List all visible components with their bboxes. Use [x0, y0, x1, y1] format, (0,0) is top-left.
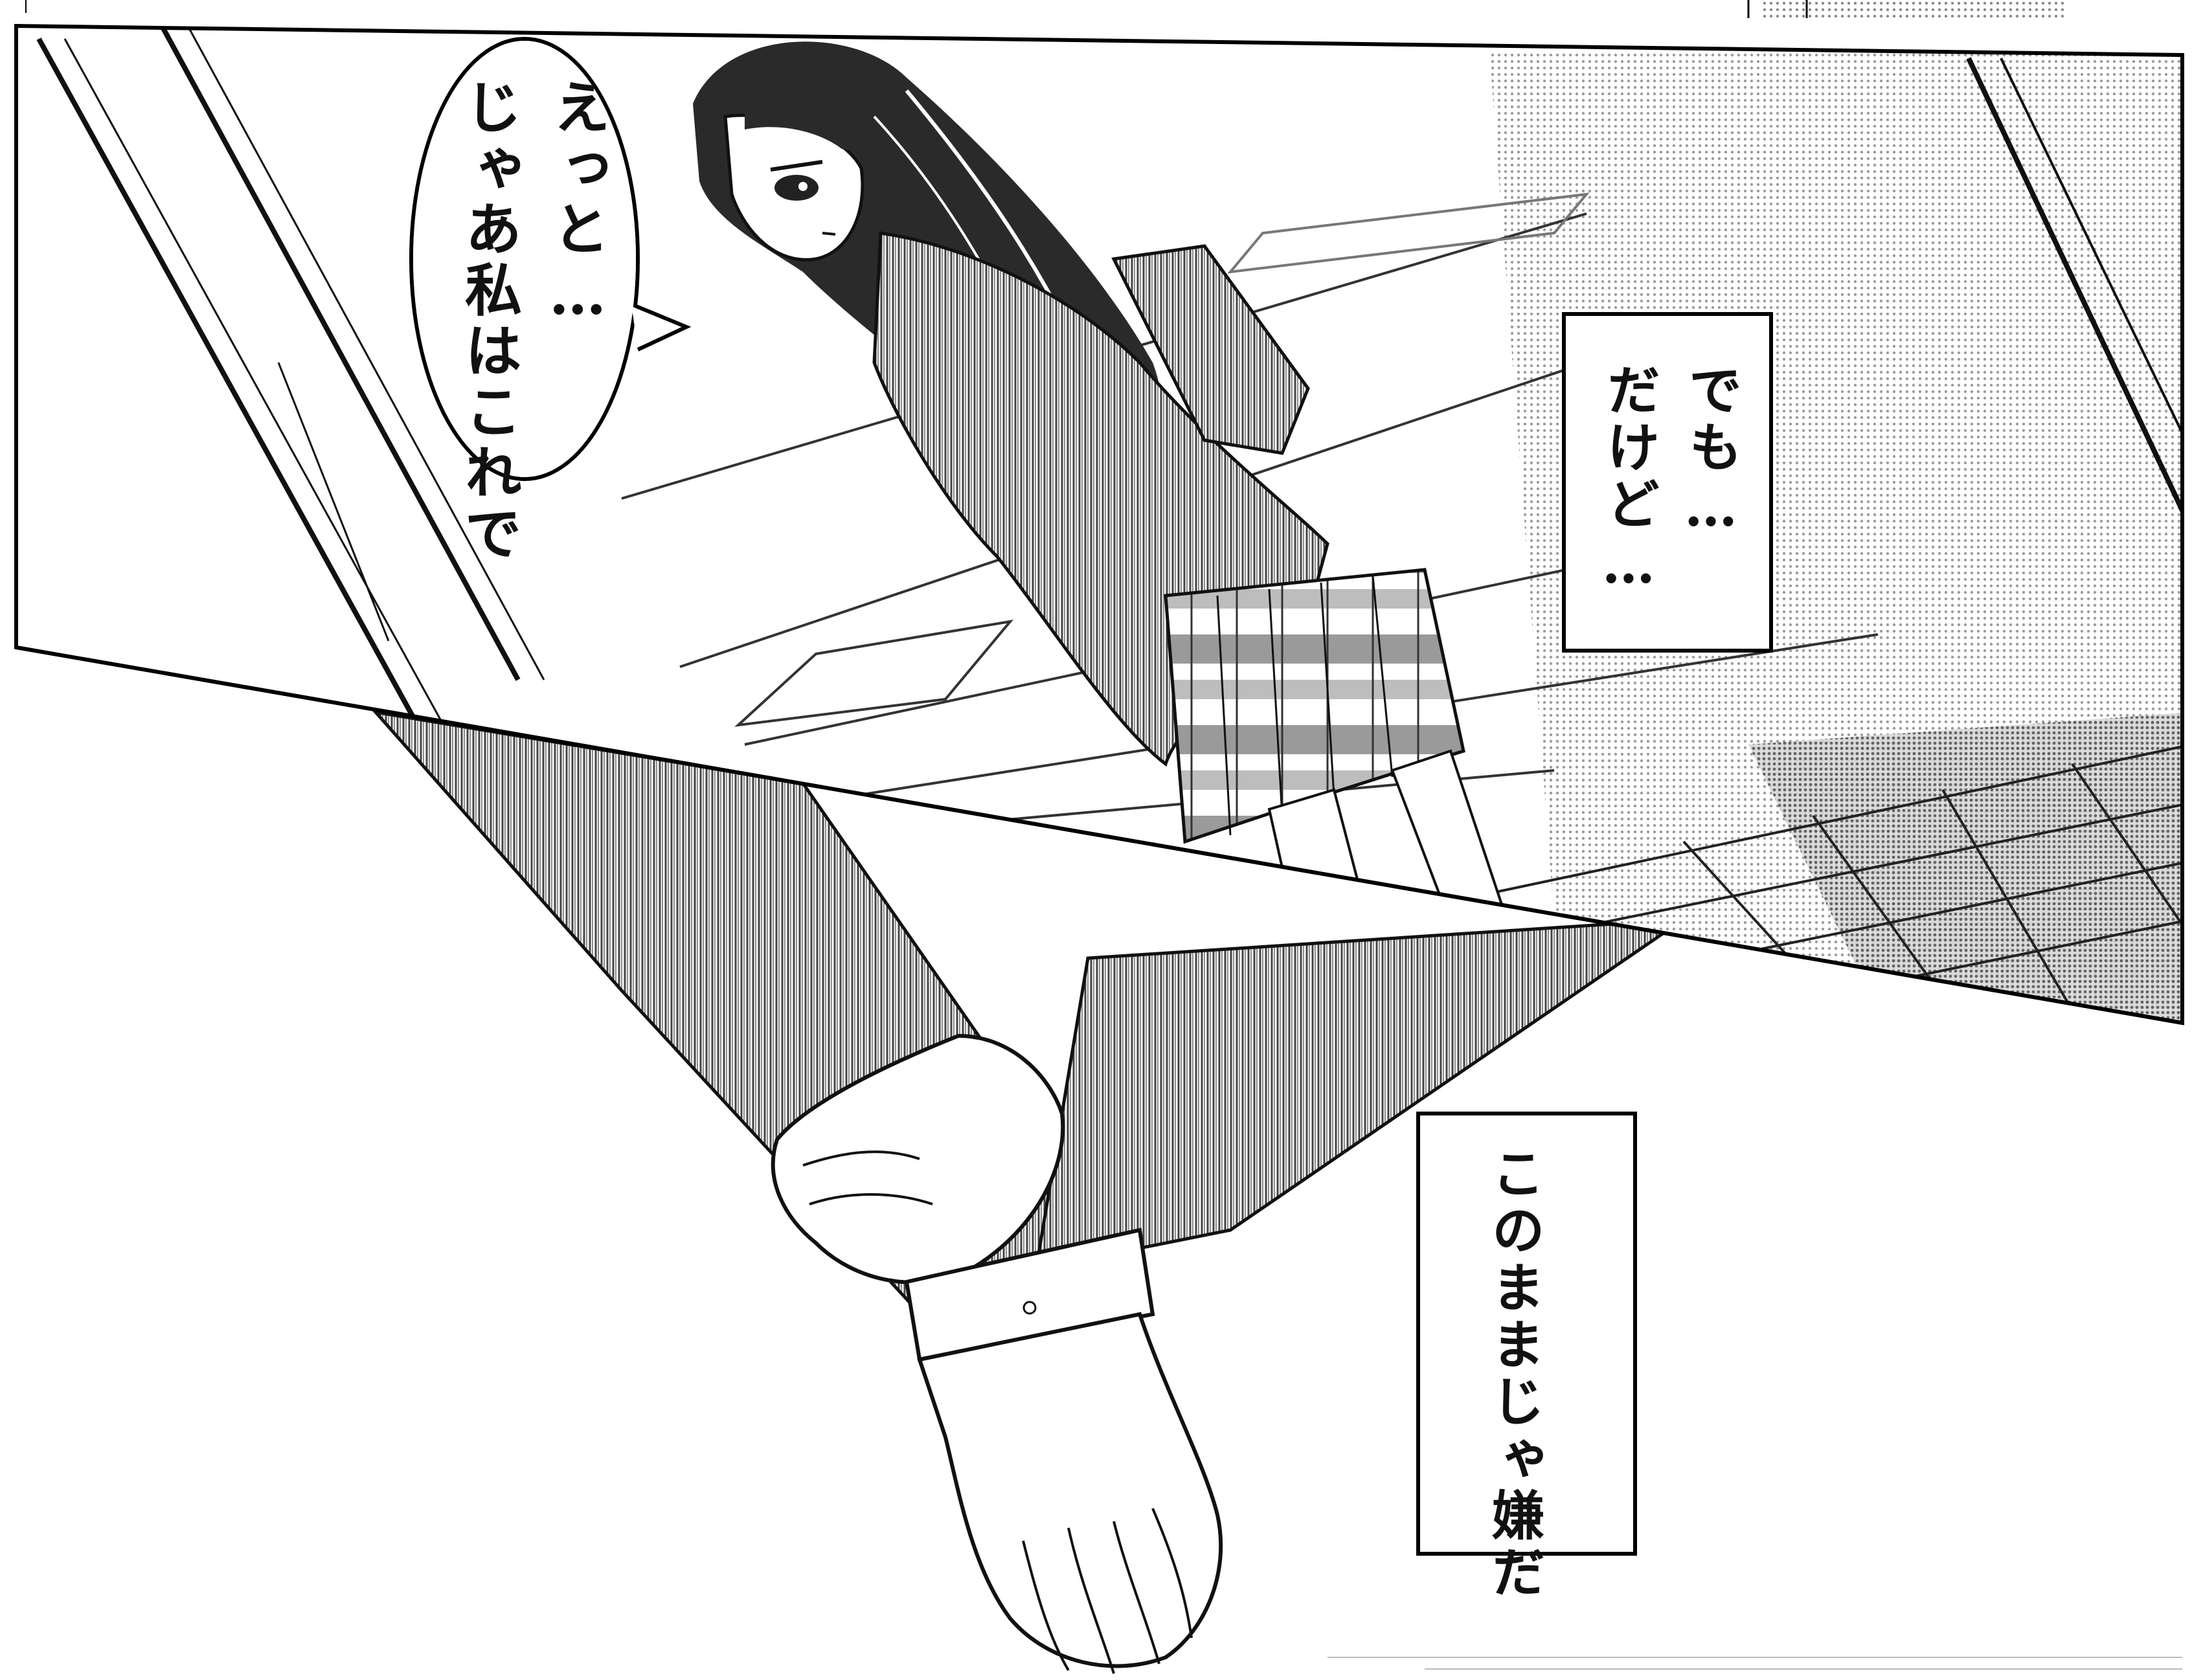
narration-text-bottom: このままじゃ嫌だ	[1482, 1146, 1544, 1602]
speech-bubble-text: えっと… じゃあ私はこれで	[455, 78, 611, 565]
narration-text-top: でも… だけど…	[1597, 363, 1742, 599]
previous-panel-edge	[25, 0, 2066, 18]
speech-bubble	[409, 37, 692, 481]
top-panel-art	[36, 26, 2182, 1023]
panel-borders	[14, 23, 2184, 1025]
narration-box-bottom	[1416, 1112, 1637, 1556]
narration-box-top	[1562, 312, 1773, 653]
